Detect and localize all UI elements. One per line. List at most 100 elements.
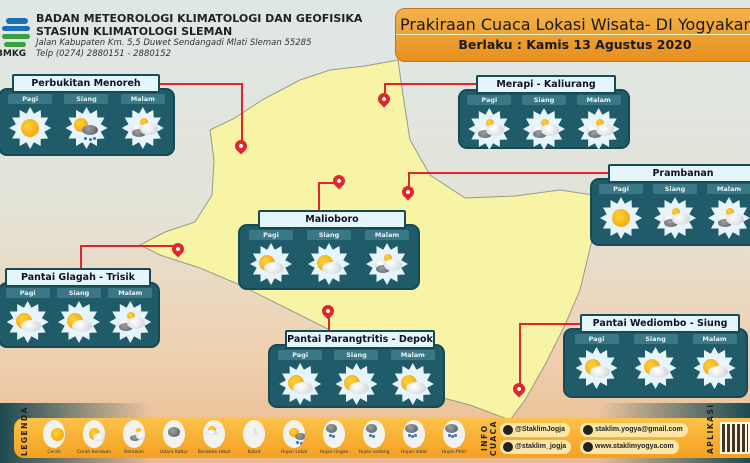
sun-shape — [21, 119, 40, 137]
cloud-shape — [248, 431, 257, 436]
forecast-pagi: Pagi — [244, 230, 298, 285]
cloud-shape — [718, 219, 732, 227]
logo-text: BMKG — [0, 49, 27, 59]
legend-label: Berawan — [124, 450, 144, 455]
forecast-pagi: Pagi — [3, 94, 57, 149]
cloud-shape — [589, 366, 610, 378]
cloud-shape — [139, 123, 158, 135]
connector-line — [408, 172, 608, 174]
period-label: Siang — [633, 334, 678, 344]
period-label: Malam — [390, 350, 435, 360]
sun-shape — [139, 118, 148, 126]
connector-line — [519, 323, 521, 385]
period-label: Siang — [334, 350, 379, 360]
berawan-icon — [121, 107, 164, 149]
cloud-shape — [92, 433, 105, 442]
connector-line — [241, 83, 243, 143]
qr-code[interactable] — [720, 422, 750, 454]
berawan-icon — [654, 197, 696, 239]
cloud-shape — [82, 125, 99, 135]
legend-label: Hujan sedang — [358, 450, 390, 455]
cerah-icon — [600, 197, 642, 239]
raindrop-shape — [302, 441, 305, 444]
raindrop-shape — [89, 138, 93, 141]
connector-line — [80, 245, 140, 247]
station-name: STASIUN KLIMATOLOGI SLEMAN — [36, 25, 233, 38]
connector-line — [384, 83, 476, 85]
forecast-malam: Malam — [702, 184, 750, 239]
website-link[interactable]: www.staklimyogya.com — [580, 440, 679, 454]
cerah-icon — [9, 107, 52, 149]
title-banner: Prakiraan Cuaca Lokasi Wisata- DI Yogyak… — [395, 8, 750, 62]
valid-date: Berlaku : Kamis 13 Agustus 2020 — [458, 37, 692, 52]
hujan-petir-icon — [443, 420, 465, 448]
raindrop-shape — [328, 434, 332, 437]
twitter-link[interactable]: @StaklimJogja — [500, 423, 571, 437]
raindrop-shape — [414, 434, 418, 437]
cloud-shape — [376, 265, 390, 273]
hujan-sedang-icon — [363, 420, 385, 448]
cloud-shape — [131, 129, 146, 137]
cloud-shape — [322, 262, 342, 274]
cerah-berawan-icon — [575, 347, 618, 389]
legend-label: Hujan Lokal — [280, 450, 308, 455]
email-address: staklim.yogya@gmail.com — [595, 426, 683, 433]
cloud-shape — [167, 427, 181, 437]
sun-shape — [595, 119, 604, 127]
legend-item: Cerah — [36, 420, 72, 455]
cerah-berawan-icon — [634, 347, 677, 389]
period-label: Pagi — [249, 230, 293, 240]
phone: Telp (0274) 2880151 - 2880152 — [36, 49, 171, 59]
berawan-icon — [468, 108, 511, 150]
legend-label: Cerah — [47, 450, 61, 455]
instagram-link[interactable]: @staklim_jogja — [500, 440, 572, 454]
period-label: Pagi — [5, 288, 50, 298]
forecast-malam: Malam — [386, 350, 440, 405]
berawan-icon — [708, 197, 750, 239]
location-card: Malioboro Pagi Siang Malam — [238, 210, 420, 290]
legend-item: Hujan sedang — [356, 420, 392, 455]
forecast-siang: Siang — [302, 230, 356, 285]
connector-line — [140, 245, 178, 247]
berawan-icon — [577, 108, 620, 150]
raindrop-shape — [454, 434, 458, 437]
raindrop-shape — [372, 435, 376, 439]
period-label: Malam — [120, 94, 165, 104]
location-name: Pantai Glagah - Trisik — [5, 268, 151, 287]
cloud-shape — [540, 124, 559, 136]
email-link[interactable]: staklim.yogya@gmail.com — [580, 423, 688, 437]
period-label: Siang — [653, 184, 697, 194]
period-label: Pagi — [599, 184, 643, 194]
cloud-shape — [294, 432, 305, 440]
cloud-shape — [205, 429, 217, 436]
location-name: Merapi - Kaliurang — [476, 75, 616, 94]
location-name: Prambanan — [608, 164, 750, 183]
berawan-icon — [123, 420, 145, 448]
legend-label: Berawan tebal — [197, 450, 231, 455]
location-card: Prambanan Pagi Siang Malam — [590, 164, 750, 246]
cloud-shape — [135, 431, 145, 440]
location-name: Pantai Wediombo - Siung — [580, 314, 740, 333]
cloud-shape — [486, 124, 505, 136]
cerah-icon — [43, 420, 65, 448]
legend-item: Hujan lebat — [396, 420, 432, 455]
forecast-pagi: Pagi — [570, 334, 624, 389]
sun-shape — [127, 312, 136, 320]
cerah-berawan-icon — [308, 243, 350, 285]
kabut-icon — [243, 420, 265, 448]
cerah-berawan-icon — [693, 347, 736, 389]
forecast-malam: Malam — [105, 288, 156, 343]
cloud-shape — [349, 382, 370, 394]
raindrop-shape — [368, 434, 372, 437]
location-card: Pantai Glagah - Trisik Pagi Siang Malam — [0, 268, 160, 348]
email-icon — [583, 425, 593, 435]
connector-line — [80, 245, 82, 269]
sun-shape — [207, 425, 217, 434]
cerah-berawan-icon — [335, 363, 378, 405]
period-label: Siang — [64, 94, 109, 104]
instagram-icon — [503, 442, 513, 452]
legend-item: Hujan Petir — [436, 420, 472, 455]
bmkg-logo: BMKG — [0, 14, 30, 62]
cloud-shape — [264, 262, 284, 274]
berawan-icon — [109, 301, 152, 343]
